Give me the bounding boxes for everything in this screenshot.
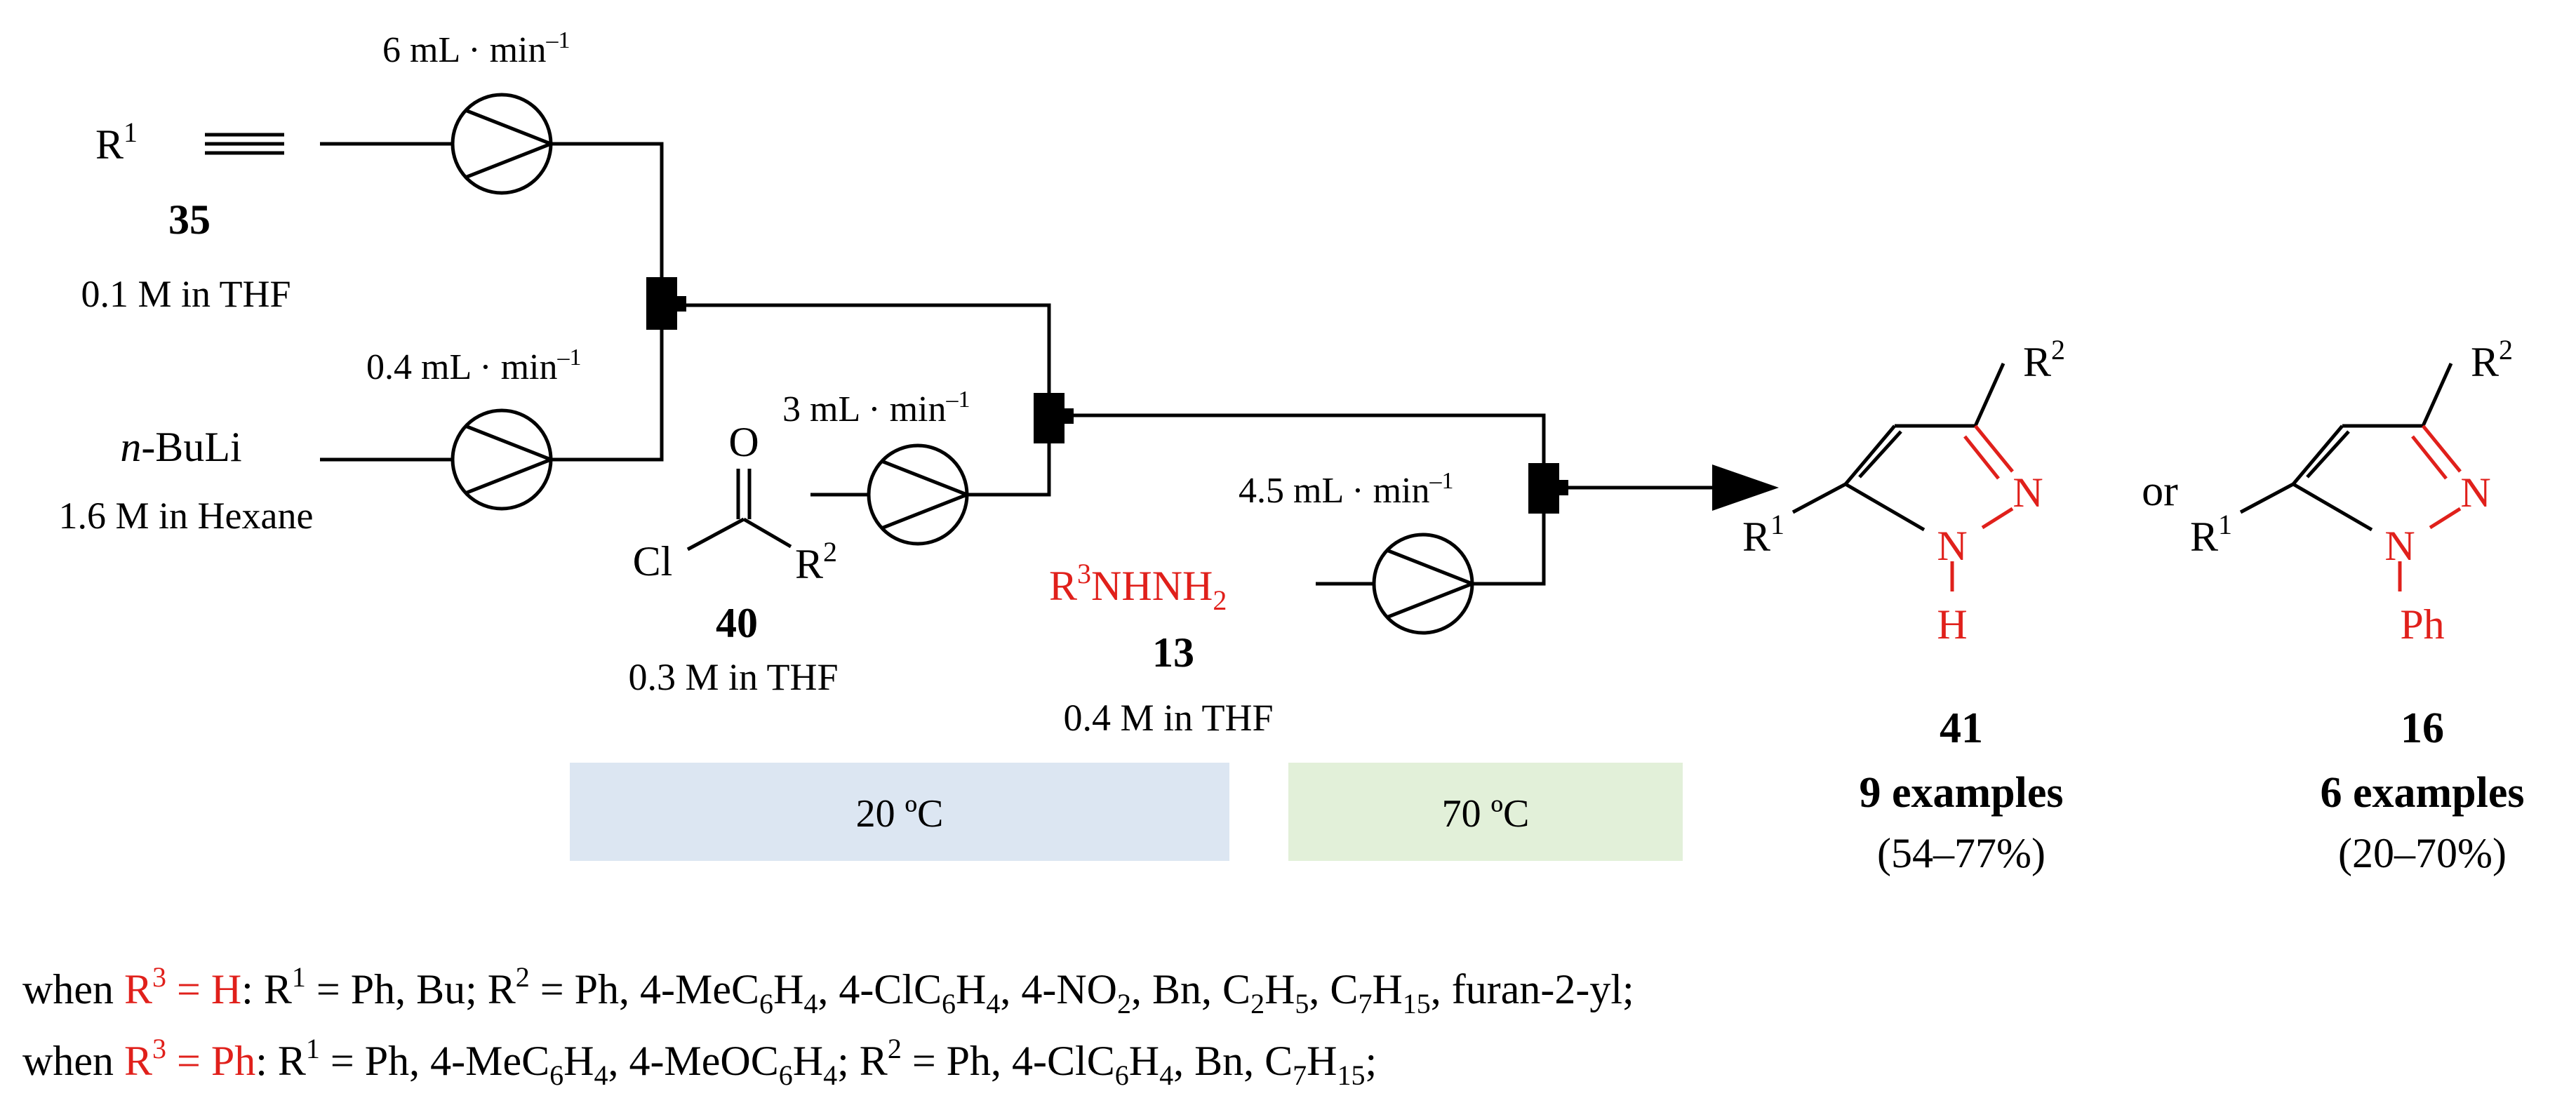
p41-number: 41 [1940,704,1983,752]
reagent-alkyne: R1 35 0.1 M in THF [81,116,291,315]
hydrazine-number: 13 [1152,629,1194,676]
acyl-conc: 0.3 M in THF [628,656,838,698]
product-16: R2 N N R1 Ph 16 6 examples (20–70%) [2190,334,2525,876]
pump-3 [867,443,972,546]
base-label: n-BuLi [120,424,241,470]
t-mixer-3 [1528,463,1568,514]
pump-3-flow: 3 mL · min–1 [782,387,970,429]
product-41: R2 N N R1 H 41 9 examples (54–77%) [1742,334,2065,876]
hydrazine-label: R3NHNH2 [1049,558,1227,616]
p41-examples: 9 examples [1859,769,2063,817]
pump-2 [451,408,556,511]
t-mixer-2 [1034,393,1074,443]
p41-r2-label: R2 [2023,334,2065,385]
p16-r1-label: R1 [2190,509,2232,560]
pump-1-flow: 6 mL · min–1 [382,27,570,70]
alkyne-number: 35 [168,196,211,243]
acyl-cl-atom: Cl [633,538,673,584]
zone-cold [570,763,1229,861]
p16-yield: (20–70%) [2338,830,2507,876]
hydrazine-conc: 0.4 M in THF [1063,697,1273,739]
p16-examples: 6 examples [2320,769,2524,817]
or-label: or [2142,467,2178,515]
alkyne-label: R1 [95,116,138,168]
zone-hot-label: 70 ºC [1442,792,1530,836]
zone-hot [1288,763,1683,861]
pump-2-flow: 0.4 mL · min–1 [366,345,582,387]
p41-yield: (54–77%) [1877,830,2046,876]
p16-r2-label: R2 [2471,334,2513,385]
pump-4 [1372,533,1477,635]
t-mixer-1 [646,277,686,330]
p41-n2-atom: N [2013,469,2043,516]
acyl-o-atom: O [728,419,759,465]
acyl-r2-label: R2 [795,536,837,587]
reagent-acyl-chloride: O Cl R2 40 0.3 M in THF [628,419,838,698]
p16-number: 16 [2401,704,2444,752]
p41-n1-atom: N [1937,523,1967,569]
base-conc: 1.6 M in Hexane [59,495,314,537]
p41-r1-label: R1 [1742,509,1784,560]
footnote-line-1: when R3 = H: R1 = Ph, Bu; R2 = Ph, 4-MeC… [22,961,1634,1019]
p16-n2-atom: N [2460,469,2490,516]
zone-cold-label: 20 ºC [856,792,944,836]
p16-n1-atom: N [2384,523,2415,569]
flow-arrow-head [1712,464,1779,511]
pump-1 [451,93,556,195]
pump-4-flow: 4.5 mL · min–1 [1239,468,1454,511]
footnote-line-2: when R3 = Ph: R1 = Ph, 4-MeC6H4, 4-MeOC6… [22,1033,1377,1091]
alkyne-conc: 0.1 M in THF [81,273,291,315]
reagent-base: n-BuLi 1.6 M in Hexane [59,424,314,537]
p41-substituent: H [1937,601,1967,648]
p16-substituent: Ph [2400,601,2444,648]
tubing [320,142,1712,586]
acyl-number: 40 [716,600,758,646]
reagent-hydrazine: R3NHNH2 13 0.4 M in THF [1049,558,1274,739]
